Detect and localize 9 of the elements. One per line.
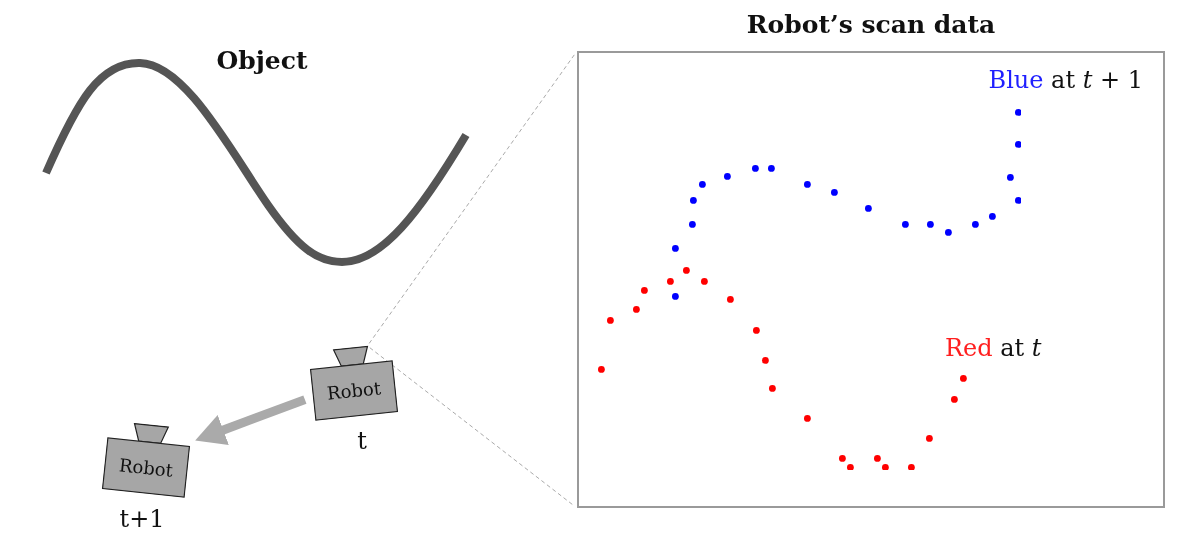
time-label: t+1: [119, 505, 165, 533]
robot-label: Robot: [326, 377, 382, 403]
time-label: t: [357, 427, 367, 455]
dashed-line: [368, 52, 576, 344]
object-label: Object: [216, 45, 308, 75]
robot-label: Robot: [118, 454, 174, 480]
series-label: Blue at t + 1: [988, 66, 1143, 94]
panel-title: Robot’s scan data: [746, 10, 996, 39]
arrow: [195, 395, 307, 445]
